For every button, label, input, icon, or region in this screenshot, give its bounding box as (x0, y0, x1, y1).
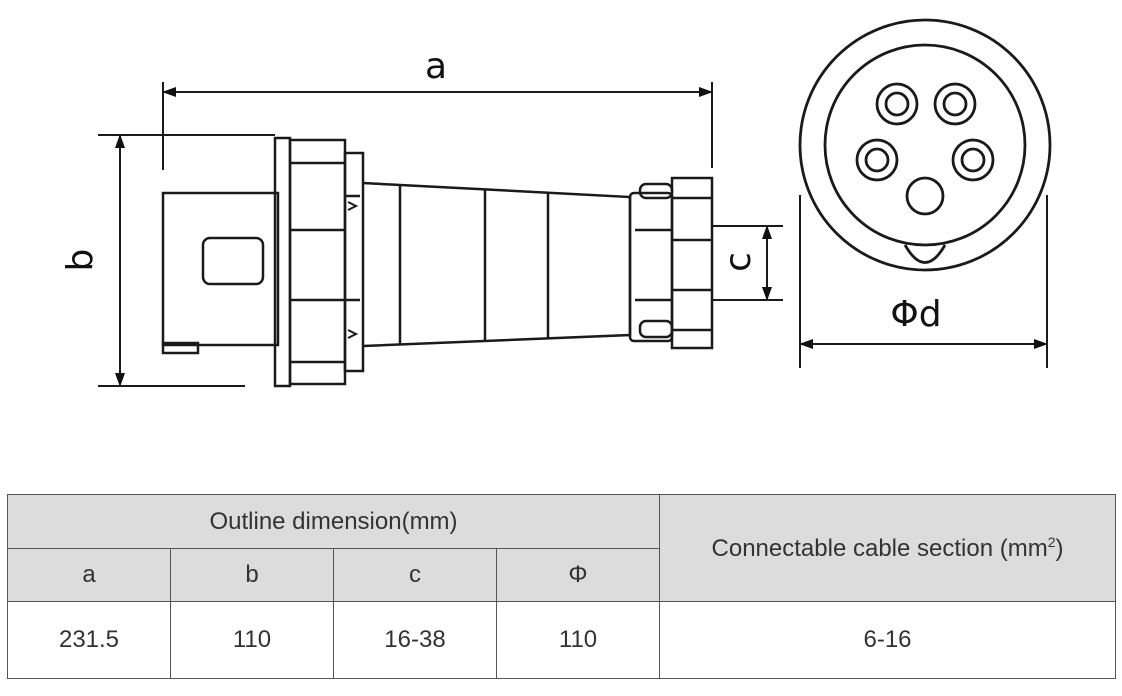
side-view (161, 136, 714, 388)
dimension-label-a: a (425, 46, 447, 87)
header-cable-section: Connectable cable section (mm2) (659, 494, 1117, 602)
dimension-table: Outline dimension(mm) Connectable cable … (6, 494, 1117, 679)
column-header-b: b (170, 548, 334, 602)
header-outline-dimension: Outline dimension(mm) (6, 494, 661, 549)
column-header-phi: Φ (495, 548, 661, 602)
dimension-label-b: b (60, 249, 101, 272)
header-cable-text: Connectable cable section (mm (711, 534, 1048, 562)
column-header-a: a (7, 548, 171, 602)
technical-drawing: a b c Φd (60, 18, 1052, 388)
value-a: 231.5 (7, 601, 171, 679)
dimension-label-d: Φd (890, 294, 941, 335)
dimension-lines (98, 82, 1048, 387)
front-view (798, 18, 1052, 272)
value-c: 16-38 (333, 601, 497, 679)
value-b: 110 (170, 601, 334, 679)
value-cable-section: 6-16 (659, 601, 1117, 679)
header-cable-superscript: 2 (1047, 533, 1056, 550)
header-cable-close: ) (1055, 534, 1064, 562)
column-header-c: c (333, 548, 497, 602)
value-phi: 110 (495, 601, 661, 679)
dimension-label-c: c (718, 252, 759, 272)
